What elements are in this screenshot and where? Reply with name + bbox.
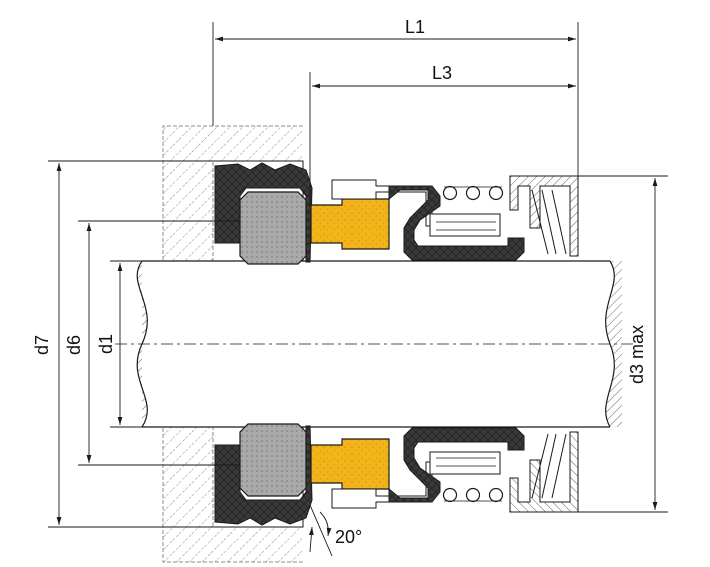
spring-cup-top — [509, 175, 579, 257]
dimension-L3 — [309, 72, 576, 205]
label-L1: L1 — [405, 17, 425, 37]
label-angle: 20° — [335, 527, 362, 547]
dimension-L1 — [212, 22, 579, 176]
label-L3: L3 — [432, 63, 452, 83]
rotating-face-top — [310, 198, 390, 250]
stationary-seat-top — [239, 191, 307, 265]
label-d7: d7 — [32, 335, 52, 355]
dimension-d6 — [78, 220, 240, 466]
seal-top-half — [213, 160, 579, 265]
dimension-d3-max — [578, 175, 668, 513]
drive-band-top — [429, 213, 501, 237]
label-d6: d6 — [64, 335, 84, 355]
bellow-top — [388, 185, 525, 261]
angle-indicator — [308, 504, 333, 557]
label-d3-max: d3 max — [627, 325, 647, 384]
dimension-d7 — [48, 160, 215, 528]
retainer-top — [331, 179, 433, 227]
label-d1: d1 — [96, 334, 116, 354]
dimension-d1 — [110, 260, 142, 428]
seal-bottom-half — [213, 423, 579, 528]
shaft — [115, 260, 635, 428]
